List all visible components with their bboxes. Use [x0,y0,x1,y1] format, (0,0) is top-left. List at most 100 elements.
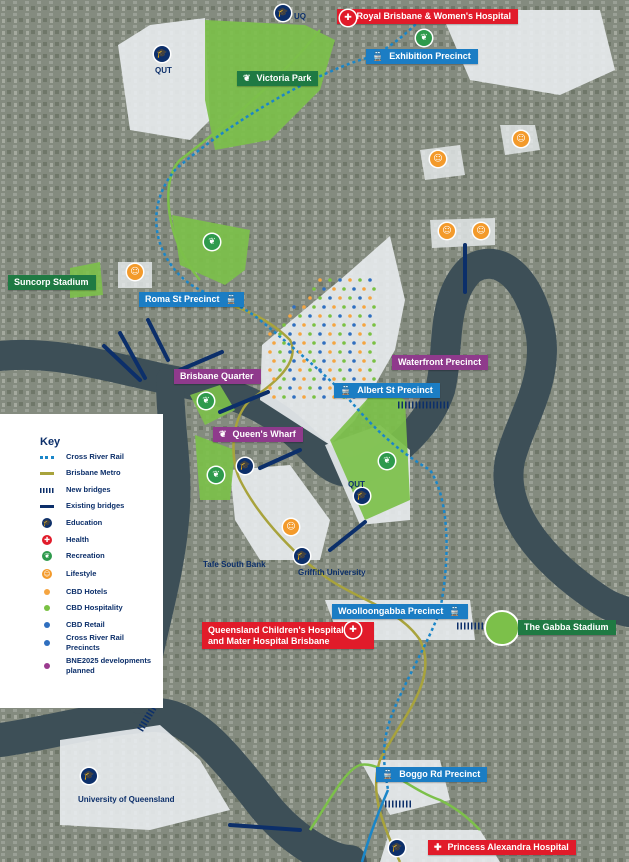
key-item: ❦Recreation [40,551,105,561]
key-item-label: Education [66,518,103,527]
cbd-dot [312,287,316,291]
leaf-icon: ❦ [42,551,52,561]
cbd-dot [358,332,362,336]
cbd-dot [362,359,366,363]
existing-bridges [102,243,467,832]
cbd-dot [308,296,312,300]
cbd-dot [332,287,336,291]
key-item: CBD Hotels [40,587,107,597]
key-item-label: Brisbane Metro [66,468,121,477]
key-item-label: CBD Hotels [66,587,108,596]
cbd-dot [272,377,276,381]
albert-st-precinct-callout[interactable]: 🚆Albert St Precinct [334,383,440,398]
cbd-dot [292,305,296,309]
cbd-dot [352,323,356,327]
boggo-rd-precinct-callout[interactable]: 🚆Boggo Rd Precinct [376,767,488,782]
key-item-label: New bridges [66,485,111,494]
cbd-dot [332,305,336,309]
cbd-dot [312,305,316,309]
cbd-dot [318,314,322,318]
cbd-dot [318,368,322,372]
cbd-dot [352,287,356,291]
cbd-dot [342,377,346,381]
key-item: CBD Hospitality [40,603,123,613]
cbd-dot [288,350,292,354]
cbd-dot [322,377,326,381]
key-symbol [40,455,54,459]
gabba-stadium-callout[interactable]: The Gabba Stadium [518,620,616,635]
queens-wharf-callout[interactable]: ❦Queen's Wharf [213,427,303,442]
cbd-dot [338,314,342,318]
cbd-dot [368,296,372,300]
cbd-dot [292,395,296,399]
leaf-icon: ❦ [243,73,251,83]
victoria-park-callout[interactable]: ❦Victoria Park [237,71,319,86]
woolloongabba-precinct-callout[interactable]: Woolloongabba Precinct🚆 [332,604,468,619]
cbd-dot [328,332,332,336]
cbd-dot [328,368,332,372]
cbd-dot [342,287,346,291]
key-dot [44,663,50,669]
cbd-dot [268,368,272,372]
cbd-dot [362,287,366,291]
cbd-dot [368,278,372,282]
cbd-dot [318,332,322,336]
key-dot [44,640,50,646]
cbd-dot [332,323,336,327]
cbd-dot [272,341,276,345]
cbd-dot [278,350,282,354]
leaf-icon: ❦ [198,393,214,409]
cbd-dot [338,278,342,282]
lifestyle-icon: ☺ [430,151,446,167]
key-dot [44,589,50,595]
key-item: ✚Health [40,535,89,545]
uq-top-label: UQ [294,12,306,21]
key-item-label: Existing bridges [66,501,125,510]
suncorp-stadium-callout[interactable]: Suncorp Stadium [8,275,96,290]
key-item: 🎓Education [40,518,102,528]
cbd-dot [358,314,362,318]
cbd-dot [308,314,312,318]
key-symbol [40,487,54,493]
key-item: CBD Retail [40,620,105,630]
brisbane-quarter-callout[interactable]: Brisbane Quarter [174,369,261,384]
cbd-dot [322,395,326,399]
cbd-dot [342,341,346,345]
leaf-icon: ❦ [204,234,220,250]
cbd-dot [302,323,306,327]
royal-brisbane-hospital-callout[interactable]: ✚Royal Brisbane & Women's Hospital [337,9,519,24]
cbd-dot [322,287,326,291]
person-icon: ☺ [42,569,52,579]
key-item-label: Cross River Rail [66,452,124,461]
roma-st-precinct-callout[interactable]: Roma St Precinct🚆 [139,292,244,307]
key-item: Brisbane Metro [40,468,121,478]
lifestyle-icon: ☺ [283,519,299,535]
cbd-dot [368,314,372,318]
cbd-dot [298,314,302,318]
cbd-dot [318,386,322,390]
key-item-label: CBD Hospitality [66,603,123,612]
south-bank-area [230,465,330,560]
princess-alexandra-hospital-callout[interactable]: ✚Princess Alexandra Hospital [428,840,576,855]
leaf-icon: ❦ [219,429,227,439]
waterfront-precinct-callout[interactable]: Waterfront Precinct [392,355,489,370]
train-icon: 🚆 [225,294,237,304]
cbd-dot [372,359,376,363]
education-icon: 🎓 [294,548,310,564]
cbd-dot [298,350,302,354]
botanic-gardens [330,385,410,520]
leaf-icon: ❦ [208,467,224,483]
cbd-dot [338,368,342,372]
lifestyle-icon: ☺ [473,223,489,239]
cbd-dot [288,386,292,390]
cbd-dot [268,386,272,390]
key-dot [44,622,50,628]
education-icon: 🎓 [354,488,370,504]
education-icon: 🎓 [389,840,405,856]
cbd-dots [268,278,376,399]
health-icon: ✚ [345,622,361,638]
cbd-dot [362,323,366,327]
exhibition-precinct-callout[interactable]: 🚆Exhibition Precinct [366,49,478,64]
